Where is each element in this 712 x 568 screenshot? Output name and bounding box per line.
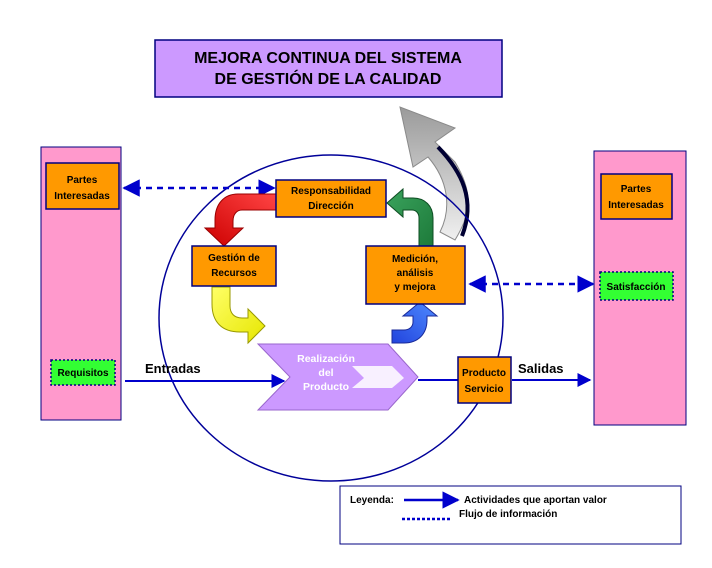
green-cycle-arrow (386, 187, 434, 248)
realizacion-line2: del (318, 367, 333, 379)
partes-right-line2: Interesadas (608, 200, 664, 211)
entradas-label: Entradas (145, 361, 201, 376)
title-line1: MEJORA CONTINUA DEL SISTEMA (194, 50, 462, 67)
salidas-label: Salidas (518, 361, 564, 376)
legend-solid-label: Actividades que aportan valor (464, 495, 607, 506)
gestion-line2: Recursos (211, 268, 257, 279)
yellow-cycle-arrow (211, 286, 266, 345)
realizacion-chevron (256, 343, 419, 411)
producto-line1: Producto (462, 368, 506, 379)
requisitos-box (50, 359, 116, 386)
producto-box (457, 356, 512, 404)
red-cycle-arrow (203, 193, 277, 247)
responsabilidad-line2: Dirección (308, 201, 354, 212)
satisfaccion-box (599, 271, 674, 301)
producto-line2: Servicio (465, 384, 504, 395)
realizacion-line3: Producto (303, 381, 349, 393)
partes-left-line1: Partes (67, 175, 98, 186)
responsabilidad-box (275, 179, 387, 218)
medicion-line1: Medición, (392, 254, 438, 265)
blue-cycle-arrow (391, 301, 439, 344)
legend-title: Leyenda: (350, 495, 394, 506)
medicion-line2: análisis (397, 268, 434, 279)
gestion-line1: Gestión de (208, 253, 260, 264)
gestion-box (191, 245, 277, 287)
realizacion-line1: Realización (297, 353, 355, 365)
title-box (154, 39, 503, 98)
process-circle (158, 154, 504, 482)
requisitos-label: Requisitos (57, 368, 109, 379)
satisfaccion-label: Satisfacción (607, 282, 666, 293)
responsabilidad-line1: Responsabilidad (291, 186, 371, 197)
title-line2: DE GESTIÓN DE LA CALIDAD (215, 69, 442, 88)
partes-right-line1: Partes (621, 184, 652, 195)
legend-dotted-label: Flujo de información (459, 509, 557, 520)
partes-left-line2: Interesadas (54, 191, 110, 202)
medicion-line3: y mejora (394, 282, 436, 293)
partes-left-box (45, 162, 120, 210)
partes-right-box (600, 173, 673, 220)
medicion-box (365, 245, 466, 305)
legend-box (339, 485, 682, 545)
